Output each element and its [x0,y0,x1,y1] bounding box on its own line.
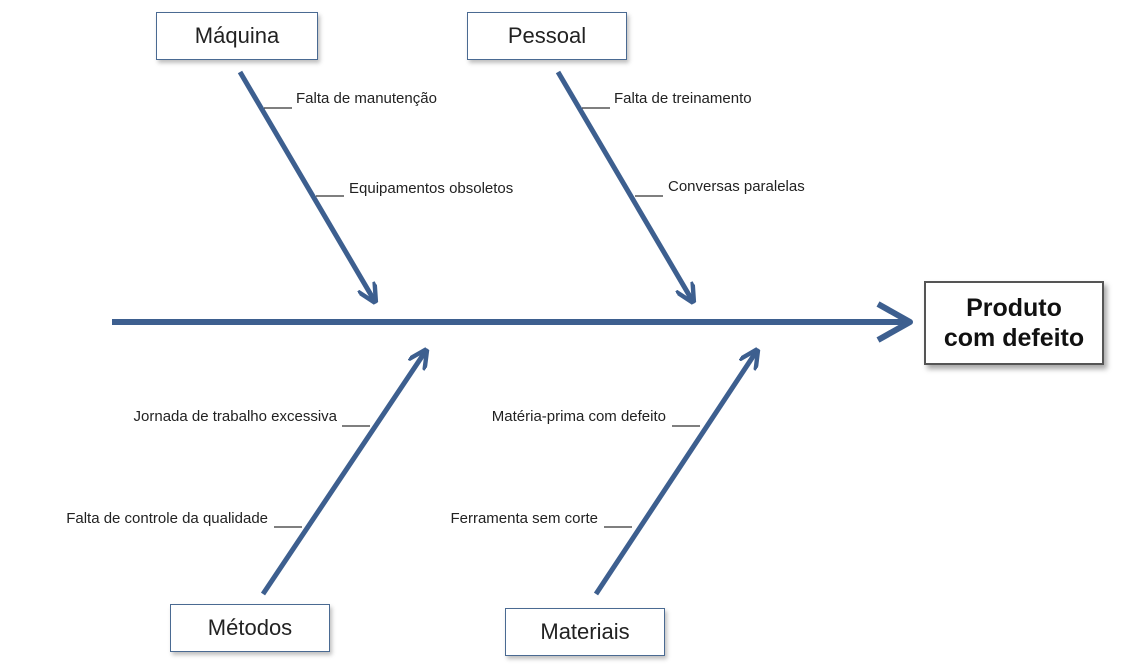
branch-metodos [260,352,425,596]
category-box-pessoal: Pessoal [467,12,627,60]
cause-pessoal-1: Falta de treinamento [614,90,752,107]
category-box-metodos: Métodos [170,604,330,652]
cause-metodos-2: Falta de controle da qualidade [66,510,268,527]
cause-ticks [264,107,700,528]
branch-materiais [593,352,756,596]
cause-maquina-1: Falta de manutenção [296,90,437,107]
category-box-materiais: Materiais [505,608,665,656]
effect-box: Produto com defeito [924,281,1104,365]
cause-materiais-1: Matéria-prima com defeito [491,408,666,425]
cause-maquina-2: Equipamentos obsoletos [349,180,514,197]
cause-materiais-2: Ferramenta sem corte [450,510,598,527]
spine-arrowhead [876,301,913,343]
branch-pessoal [555,70,692,300]
category-label-metodos: Métodos [207,615,293,640]
cause-metodos-1: Jornada de trabalho excessiva [133,408,337,425]
category-label-maquina: Máquina [194,23,280,48]
branch-maquina [237,70,374,300]
category-label-pessoal: Pessoal [507,23,587,48]
category-box-maquina: Máquina [156,12,318,60]
cause-pessoal-2: Conversas paralelas [668,178,805,195]
effect-label: Produto com defeito [943,293,1085,353]
category-label-materiais: Materiais [540,619,630,644]
